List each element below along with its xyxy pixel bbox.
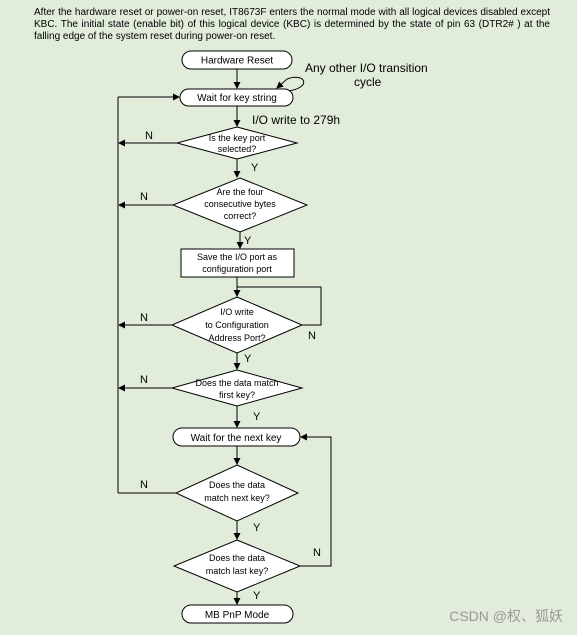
d3-line3: Address Port? xyxy=(208,333,265,343)
other-io-label-2: cycle xyxy=(354,75,382,89)
d2-line2: consecutive bytes xyxy=(204,199,276,209)
d6-no-label: N xyxy=(313,547,321,559)
d3-yes-label: Y xyxy=(244,353,252,365)
d6-line2: match last key? xyxy=(206,566,269,576)
hardware-reset-label: Hardware Reset xyxy=(201,56,273,67)
n-loop-back xyxy=(237,286,322,326)
watermark: CSDN @权、狐妖 xyxy=(449,608,563,624)
d5-yes-label: Y xyxy=(253,522,261,534)
d4-no-label: N xyxy=(140,374,148,386)
d4-line2: first key? xyxy=(219,390,255,400)
d3-loop-no-label: N xyxy=(308,330,316,342)
d5-line1: Does the data xyxy=(209,480,265,490)
mb-pnp-mode-label: MB PnP Mode xyxy=(205,610,270,621)
first-key-decision xyxy=(170,369,304,407)
save-line2: configuration port xyxy=(202,264,272,274)
d6-line1: Does the data xyxy=(209,553,265,563)
other-io-label-1: Any other I/O transition xyxy=(305,61,428,75)
wait-key-string-label: Wait for key string xyxy=(197,93,277,104)
d6-yes-label: Y xyxy=(253,590,261,602)
io-write-279-label: I/O write to 279h xyxy=(252,113,340,127)
d1-no-label: N xyxy=(145,130,153,142)
mb-pnp-mode-terminator xyxy=(181,604,294,624)
d2-no-label: N xyxy=(140,191,148,203)
d1-yes-label: Y xyxy=(251,162,259,174)
d3-line1: I/O write xyxy=(220,307,254,317)
d5-line2: match next key? xyxy=(204,493,270,503)
d3-line2: to Configuration xyxy=(205,320,269,330)
d2-line1: Are the four xyxy=(216,187,263,197)
d2-yes-label: Y xyxy=(244,235,252,247)
other-io-loop xyxy=(276,76,305,92)
key-port-selected-decision xyxy=(175,126,299,160)
intro-paragraph: After the hardware reset or power-on res… xyxy=(34,7,550,42)
wait-next-key-label: Wait for the next key xyxy=(191,433,282,444)
d5-no-label: N xyxy=(140,479,148,491)
d1-line2: selected? xyxy=(218,144,257,154)
d4-yes-label: Y xyxy=(253,411,261,423)
d4-line1: Does the data match xyxy=(195,378,278,388)
d2-line3: correct? xyxy=(224,211,257,221)
d3-no-label: N xyxy=(140,312,148,324)
save-line1: Save the I/O port as xyxy=(197,252,278,262)
n-loop-to-next-key xyxy=(300,433,332,567)
d1-line1: Is the key port xyxy=(209,133,266,143)
